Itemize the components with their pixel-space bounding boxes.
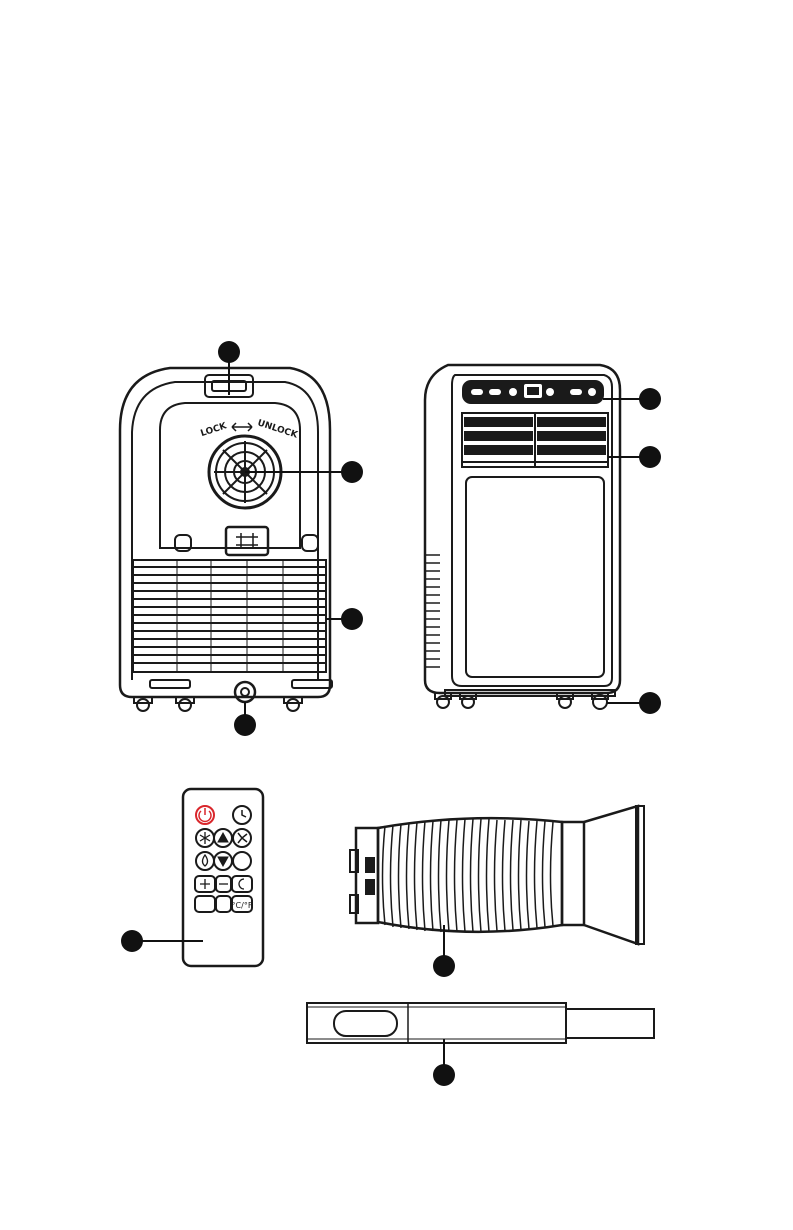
sleep-icon [232,876,252,892]
callout-marker [433,1064,455,1086]
remote-control [183,789,263,966]
temp-unit-label: °C/°F [232,901,253,910]
rear-grille [133,560,326,672]
rear-view-unit [120,368,332,711]
unlock-label: UNLOCK [256,418,300,441]
front-view-unit [425,365,620,709]
callout-marker [121,930,143,952]
exhaust-hose [350,806,644,944]
callout-marker [218,341,240,363]
drain-plug [235,682,255,702]
air-louvres [462,413,608,467]
callout-marker [234,714,256,736]
callout-marker [433,955,455,977]
lock-label: LOCK [199,421,228,439]
front-panel [466,477,604,677]
callout-marker [639,446,661,468]
callout-marker [341,608,363,630]
callout-marker [639,692,661,714]
control-panel [463,381,603,403]
callout-marker [341,461,363,483]
window-slider-kit [307,1003,654,1043]
callout-marker [639,388,661,410]
